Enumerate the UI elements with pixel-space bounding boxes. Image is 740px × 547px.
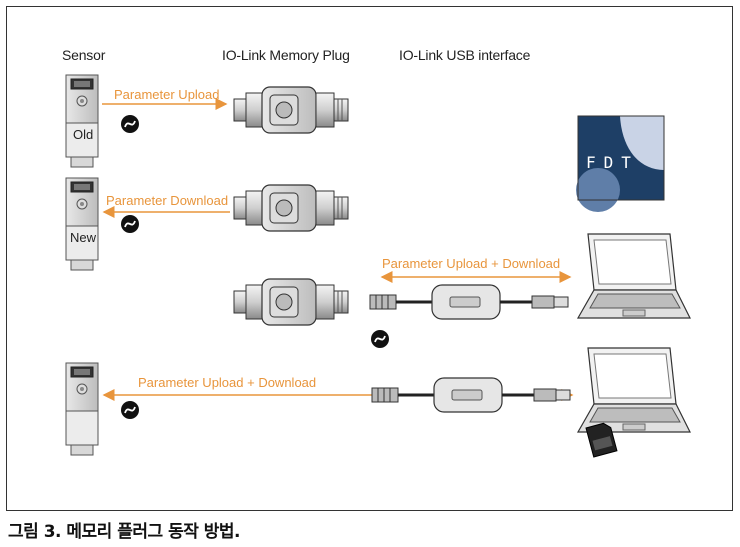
iolink-icon-3 [370, 329, 390, 349]
laptop-1 [577, 233, 691, 319]
iolink-icon-2 [120, 214, 140, 234]
iolink-icon-1 [120, 114, 140, 134]
header-sensor: Sensor [62, 47, 106, 63]
label-parameter-upload: Parameter Upload [114, 87, 220, 102]
sensor-old [65, 74, 99, 168]
sensor-tag-new: New [70, 230, 97, 245]
iolink-icon-4 [120, 400, 140, 420]
figure-caption: 그림 3. 메모리 플러그 동작 방법. [8, 522, 241, 542]
usb-interface-2 [370, 376, 572, 414]
memory-plug-1 [233, 86, 349, 134]
label-upload-download-2: Parameter Upload + Download [138, 375, 317, 390]
sd-card-icon [585, 422, 618, 458]
label-parameter-download: Parameter Download [106, 193, 229, 208]
memory-plug-2 [233, 184, 349, 232]
fdt-logo-text: FDT [586, 153, 639, 172]
fdt-logo: FDT [576, 115, 665, 212]
memory-plug-3 [233, 278, 349, 326]
sensor-new [65, 177, 99, 271]
laptop-2 [577, 347, 691, 433]
sensor-tag-old: Old [73, 127, 94, 142]
header-usb-interface: IO-Link USB interface [399, 47, 531, 63]
sensor-4 [65, 362, 99, 456]
header-memory-plug: IO-Link Memory Plug [222, 47, 350, 63]
label-upload-download-1: Parameter Upload + Download [382, 256, 561, 271]
usb-interface-1 [368, 283, 570, 321]
